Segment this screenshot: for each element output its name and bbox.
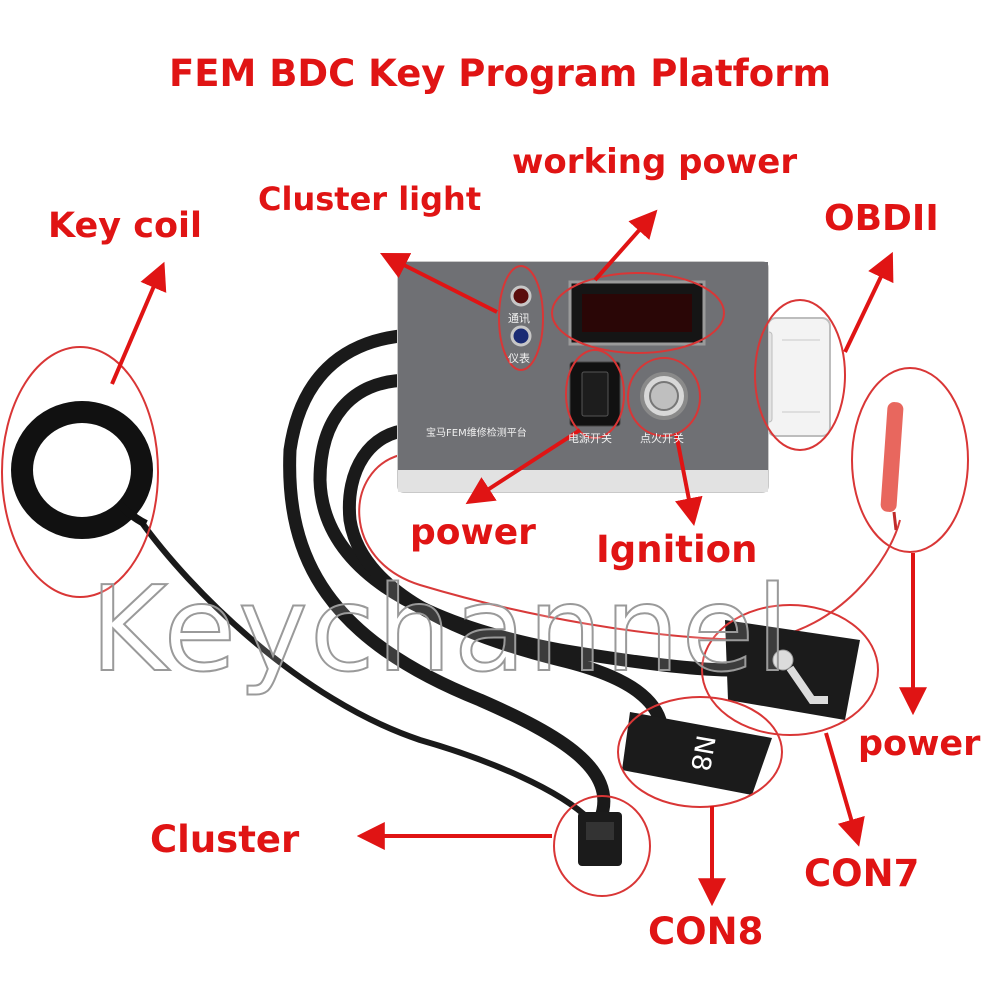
ignition-circle [627,357,701,437]
arrow-key-coil [110,261,167,385]
key-coil-circle [1,346,159,598]
device-box [397,261,769,493]
arrow-cluster-light [380,252,498,314]
cluster-led-blue [510,325,532,347]
cluster-circle [553,795,651,897]
cluster-light-circle [498,265,544,371]
label-con7: CON7 [804,852,920,895]
working-power-circle [551,272,725,354]
label-cluster-light: Cluster light [258,180,482,218]
key-coil-photo [11,401,153,539]
con7-connector-photo [725,620,860,720]
label-power-wire: power [858,724,981,764]
braided-cables [137,328,737,827]
arrow-power-switch [465,428,582,505]
label-con8: CON8 [648,910,764,953]
con7-circle [701,604,879,736]
led-top-text: 通讯 [508,312,530,325]
connector-mark-text: N8 [684,732,720,774]
arrow-working-power [593,209,658,282]
label-obdii: OBDII [824,198,939,239]
arrow-obdii [843,251,894,353]
led-bottom-text: 仪表 [508,352,530,365]
watermark-text: Keychannel [89,559,791,699]
power-switch-circle [565,349,625,439]
label-power-switch: power [410,512,536,553]
comm-led-red [510,285,532,307]
ignition-switch-text: 点火开关 [640,432,684,445]
power-probe-photo [880,402,904,531]
power-wire-circle [851,367,969,553]
arrow-con7 [824,732,865,847]
con8-connector-photo [622,712,772,795]
red-power-wire [358,454,901,642]
label-cluster: Cluster [150,818,300,861]
arrow-ignition [674,432,703,526]
label-key-coil: Key coil [48,206,203,246]
label-ignition: Ignition [596,528,758,571]
callout-arrows [110,209,927,907]
device-panel-text: 宝马FEM维修检测平台 [426,428,527,439]
highlight-circles [1,265,969,897]
page-title: FEM BDC Key Program Platform [168,52,831,95]
label-working-power: working power [512,142,798,182]
obdii-circle [754,299,846,451]
cluster-connector-photo [578,812,622,866]
con8-circle [617,696,783,808]
power-switch-text: 电源开关 [568,432,612,445]
